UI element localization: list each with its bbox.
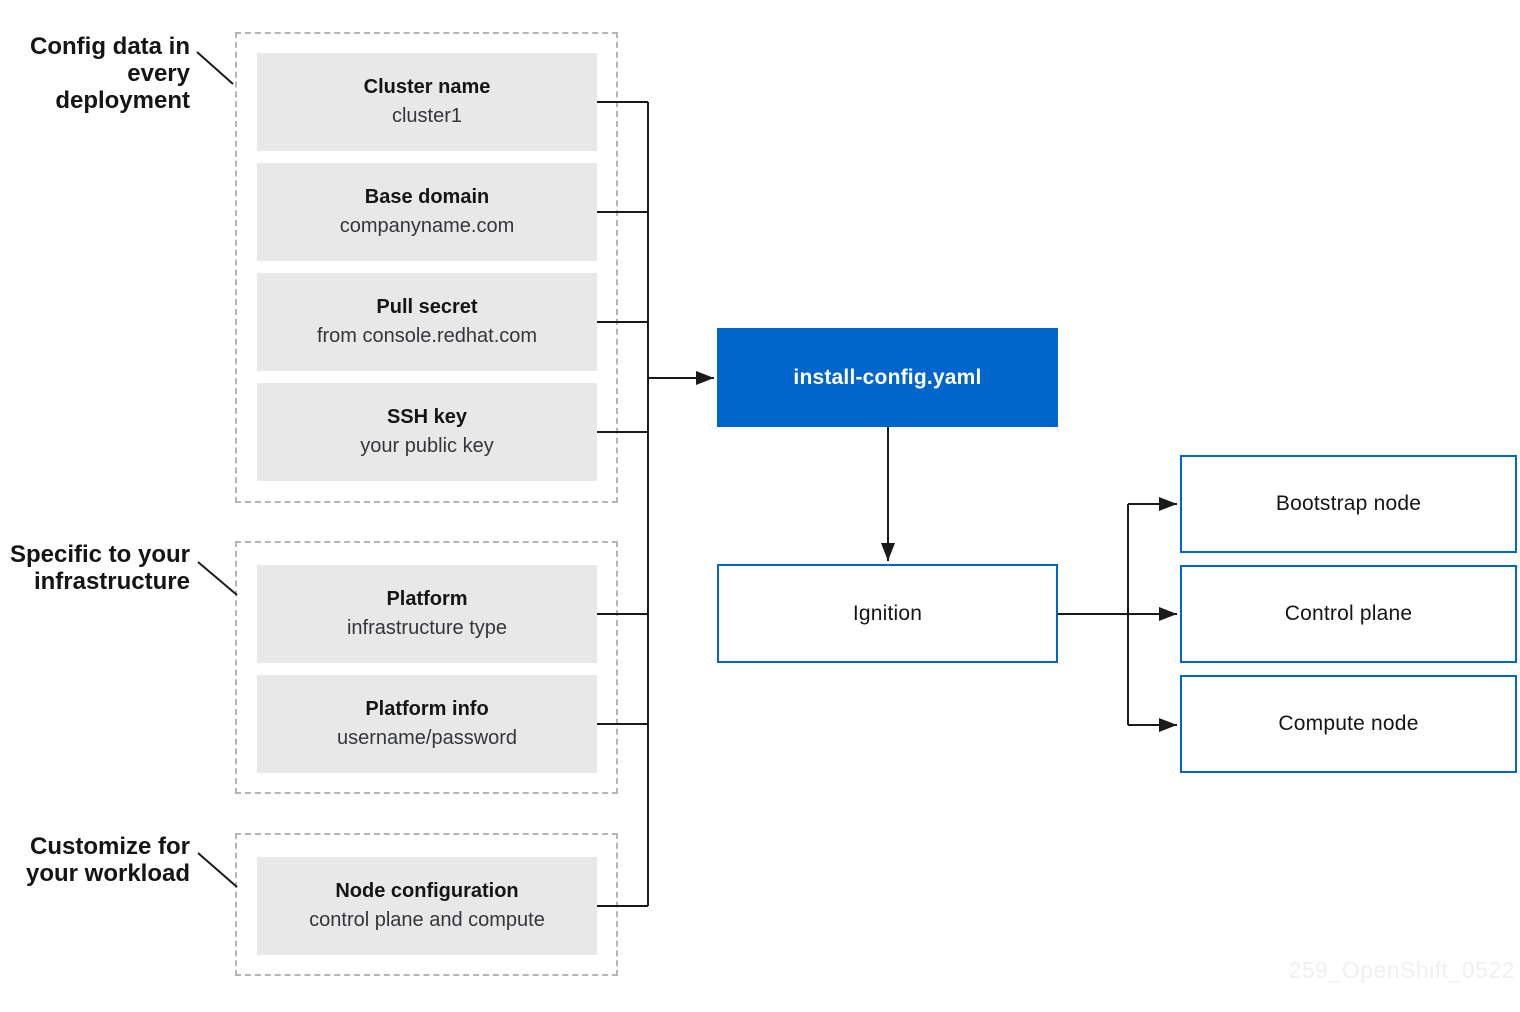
annotation-line-2: infrastructure — [33, 568, 190, 595]
config-box-subtitle: cluster1 — [391, 105, 463, 127]
config-box-ssh-key: SSH key your public key — [257, 383, 597, 481]
annotation-config-data: Config data in every deployment — [0, 33, 190, 114]
branch-lines — [1058, 504, 1129, 725]
config-box-cluster-name: Cluster name cluster1 — [257, 53, 597, 151]
bootstrap-node-box: Bootstrap node — [1180, 455, 1517, 553]
config-box-node-configuration: Node configuration control plane and com… — [257, 857, 597, 955]
config-box-subtitle: infrastructure type — [346, 617, 508, 639]
config-box-title: Base domain — [364, 186, 490, 208]
compute-node-box: Compute node — [1180, 675, 1517, 773]
config-box-title: Pull secret — [376, 296, 478, 318]
annotation-workload: Customize for your workload — [0, 833, 190, 887]
config-box-subtitle: from console.redhat.com — [316, 325, 538, 347]
config-box-title: Cluster name — [363, 76, 491, 98]
config-box-subtitle: username/password — [336, 727, 518, 749]
annotation-line-1: Customize for — [29, 833, 190, 860]
config-box-title: Platform info — [365, 698, 489, 720]
config-box-subtitle: control plane and compute — [309, 909, 545, 931]
watermark-text: 259_OpenShift_0522 — [1288, 957, 1515, 983]
annotation-line-1: Specific to your — [9, 541, 190, 568]
config-box-platform: Platform infrastructure type — [257, 565, 597, 663]
config-box-platform-info: Platform info username/password — [257, 675, 597, 773]
annotation-infrastructure: Specific to your infrastructure — [0, 541, 190, 595]
control-plane-box: Control plane — [1180, 565, 1517, 663]
config-box-title: Node configuration — [335, 880, 519, 902]
annotation-line-2: every deployment — [55, 60, 190, 114]
annotation-line-1: Config data in — [30, 33, 190, 60]
label-pointer-lines — [196, 51, 238, 888]
config-box-title: SSH key — [386, 406, 468, 428]
config-box-title: Platform — [386, 588, 468, 610]
annotation-line-2: your workload — [25, 860, 190, 887]
config-box-subtitle: companyname.com — [339, 215, 515, 237]
config-box-pull-secret: Pull secret from console.redhat.com — [257, 273, 597, 371]
config-box-subtitle: your public key — [360, 435, 494, 457]
ignition-node: Ignition — [717, 564, 1058, 663]
config-box-base-domain: Base domain companyname.com — [257, 163, 597, 261]
install-config-node: install-config.yaml — [717, 328, 1058, 427]
